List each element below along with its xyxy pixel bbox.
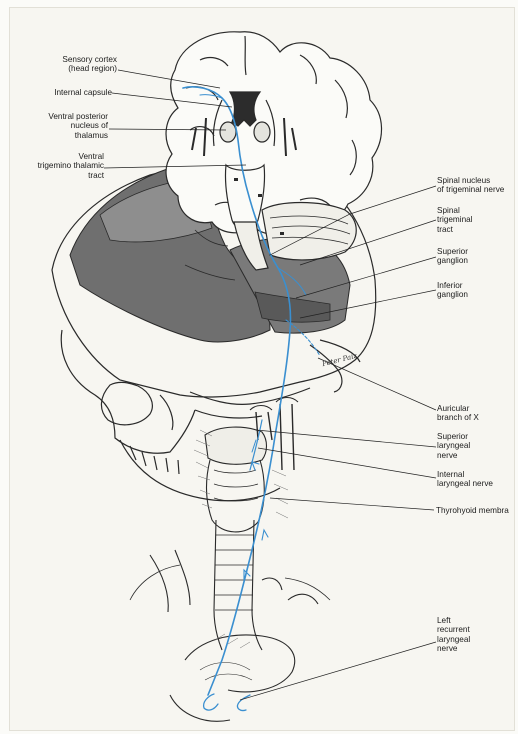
label-auricular-branch: Auricular branch of X bbox=[437, 404, 479, 423]
neck-structures bbox=[130, 398, 330, 722]
label-thyrohyoid-membrane: Thyrohyoid membra bbox=[436, 506, 509, 515]
label-spinal-trigeminal-tract: Spinal trigeminal tract bbox=[437, 206, 473, 234]
label-sensory-cortex: Sensory cortex (head region) bbox=[62, 55, 117, 74]
label-ventral-trigeminothalamic-tract: Ventral trigemino thalamic tract bbox=[38, 152, 104, 180]
label-spinal-nucleus-trigeminal: Spinal nucleus of trigeminal nerve bbox=[437, 176, 504, 195]
label-internal-laryngeal-nerve: Internal laryngeal nerve bbox=[437, 470, 493, 489]
label-internal-capsule: Internal capsule bbox=[54, 88, 112, 97]
label-left-recurrent-laryngeal-nerve: Left recurrent laryngeal nerve bbox=[437, 616, 470, 654]
label-superior-laryngeal-nerve: Superior laryngeal nerve bbox=[437, 432, 470, 460]
label-ventral-posterior-nucleus: Ventral posterior nucleus of thalamus bbox=[48, 112, 108, 140]
label-superior-ganglion: Superior ganglion bbox=[437, 247, 468, 266]
label-inferior-ganglion: Inferior ganglion bbox=[437, 281, 468, 300]
